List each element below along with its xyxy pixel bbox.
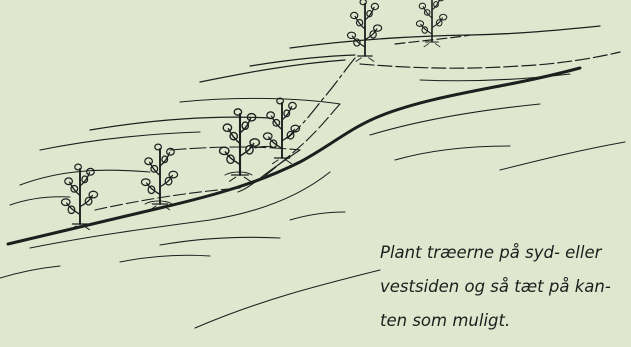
bank-slope: [238, 150, 300, 192]
bank-line: [200, 60, 345, 82]
water-line: [0, 266, 60, 278]
bank-line: [360, 52, 620, 68]
sapling-icon: [347, 0, 381, 61]
bank-slope: [262, 104, 340, 178]
water-line: [370, 104, 540, 135]
water-line: [500, 142, 625, 170]
bank-line: [10, 197, 70, 205]
water-line: [120, 255, 210, 262]
bank-line: [290, 26, 600, 48]
water-line: [195, 270, 380, 328]
water-line: [290, 212, 345, 220]
bank-line: [40, 132, 200, 150]
stream-edge: [8, 68, 580, 244]
caption-line: ten som muligt.: [380, 304, 620, 338]
caption: Plant træerne på syd- eller vestsiden og…: [380, 236, 620, 338]
sapling-icon: [416, 0, 446, 47]
caption-line: Plant træerne på syd- eller: [380, 236, 620, 270]
water-line: [160, 237, 280, 245]
sapling-icon: [220, 109, 260, 181]
caption-line: vestsiden og så tæt på kan-: [380, 270, 620, 304]
bank-line: [180, 98, 340, 104]
water-line: [395, 146, 510, 160]
